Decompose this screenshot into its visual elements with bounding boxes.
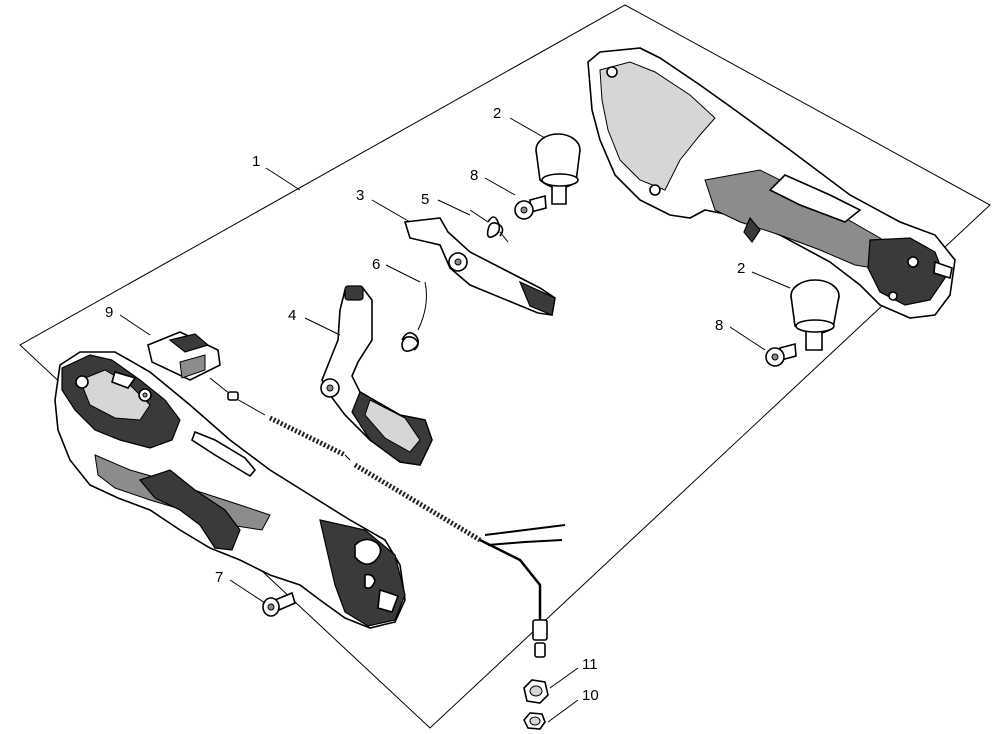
callout-3: 3 (356, 187, 364, 204)
clamp-band-upper (535, 133, 581, 205)
nut-11 (523, 679, 549, 704)
handle-housing-right-half (587, 47, 956, 319)
callout-8-lower: 8 (715, 317, 723, 334)
callout-2-upper: 2 (493, 105, 501, 122)
callout-1: 1 (252, 153, 260, 170)
leader-lines (119, 117, 791, 723)
callout-10: 10 (582, 687, 599, 704)
assembly-outline (19, 4, 991, 729)
callout-4: 4 (288, 307, 296, 324)
callout-9: 9 (105, 304, 113, 321)
screw-upper (514, 194, 547, 220)
torsion-spring-small (469, 209, 509, 243)
callout-2-lower: 2 (737, 260, 745, 277)
nut-10 (523, 712, 546, 730)
callout-6: 6 (372, 256, 380, 273)
clamp-band-lower (790, 279, 840, 351)
handle-housing-left-half (54, 351, 406, 629)
callout-11: 11 (582, 656, 598, 673)
callout-labels: 1 2 2 3 4 5 6 7 8 8 9 10 11 (105, 105, 745, 704)
stop-switch (147, 331, 221, 381)
throttle-cable (209, 377, 566, 658)
torsion-spring-large (401, 281, 427, 352)
screw-lower (765, 342, 797, 367)
callout-7: 7 (215, 569, 223, 586)
throttle-trigger (320, 285, 433, 466)
callout-8-upper: 8 (470, 167, 478, 184)
callout-5: 5 (421, 191, 429, 208)
screw-7 (262, 591, 296, 617)
lock-lever (403, 217, 556, 316)
